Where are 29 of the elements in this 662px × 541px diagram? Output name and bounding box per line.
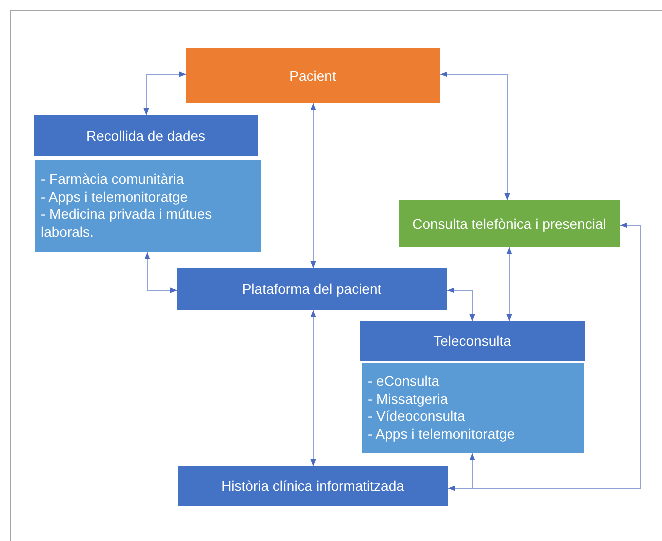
connector-arrow xyxy=(448,222,641,492)
list-item: - Vídeoconsulta xyxy=(368,408,466,426)
process-box xyxy=(178,466,448,506)
connector-arrow xyxy=(144,72,187,116)
box-label: Història clínica informatitzada xyxy=(222,478,404,494)
list-item: - Missatgeria xyxy=(368,390,448,408)
connector-arrow xyxy=(144,252,178,294)
list-item: - Apps i telemonitoratge xyxy=(368,426,516,443)
connector-arrow xyxy=(310,103,316,269)
connector-arrow xyxy=(310,310,316,467)
platform-box xyxy=(177,268,447,310)
process-box xyxy=(399,200,620,247)
connector-arrow xyxy=(440,72,510,201)
list-item: - Apps i telemonitoratge xyxy=(41,188,188,206)
connector-arrow xyxy=(447,288,476,322)
list-item: - Farmàcia comunitària xyxy=(41,171,184,188)
list-item: - Medicina privada i mútues laborals. xyxy=(41,206,214,241)
connector-arrow xyxy=(506,247,512,322)
box-label: Consulta telefònica i presencial xyxy=(412,216,606,232)
box-label: Teleconsulta xyxy=(434,333,512,349)
box-label: Recollida de dades xyxy=(86,128,206,144)
list-item: - eConsulta xyxy=(368,373,440,390)
item-list-box xyxy=(35,160,261,252)
patient-box xyxy=(186,48,440,103)
section-header xyxy=(360,321,585,361)
section-header xyxy=(34,115,258,156)
box-label: Plataforma del pacient xyxy=(242,281,382,297)
box-label: Pacient xyxy=(290,68,336,84)
item-list-box xyxy=(362,363,584,453)
